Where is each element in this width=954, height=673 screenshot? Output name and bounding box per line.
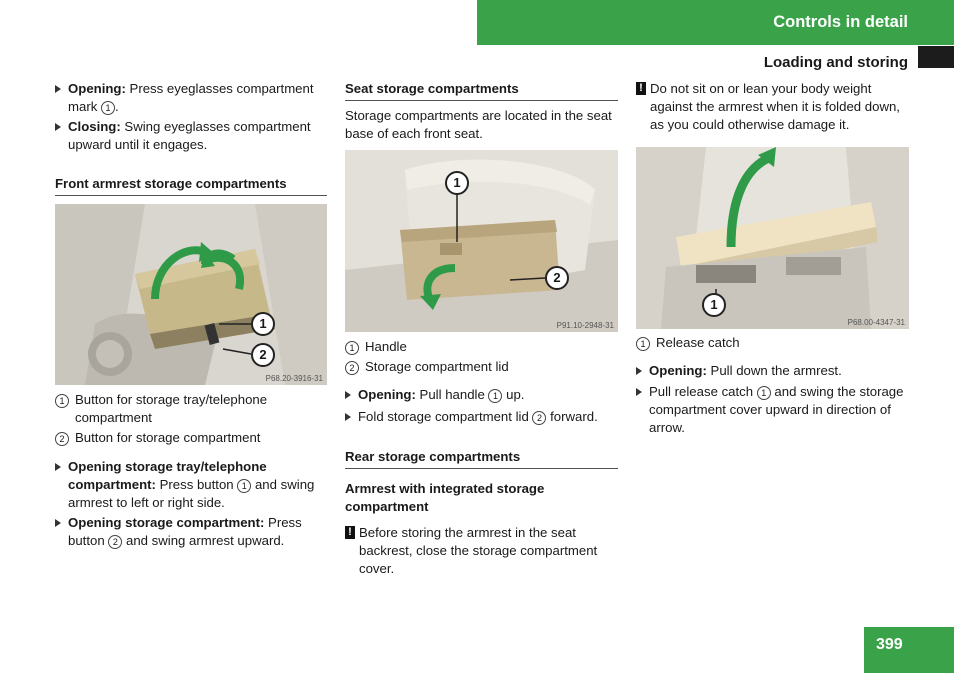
bullet-arrow-icon — [345, 413, 351, 421]
seat-storage-intro: Storage compartments are located in the … — [345, 108, 612, 141]
warning-icon: ! — [345, 526, 355, 539]
bullet-arrow-icon — [55, 463, 61, 471]
callout-2: 2 — [545, 266, 569, 290]
warning-note: ! Before storing the armrest in the seat… — [345, 524, 618, 578]
figure-code: P68.00-4347-31 — [847, 318, 905, 327]
rear-step-release: Pull release catch 1 and swing the stora… — [636, 383, 909, 437]
bullet-arrow-icon — [636, 388, 642, 396]
subsection-title: Loading and storing — [763, 54, 908, 71]
figure-code: P68.20-3916-31 — [265, 374, 323, 383]
rear-storage-heading: Rear storage compartments — [345, 448, 618, 469]
step-open-tray: Opening storage tray/telephone compartme… — [55, 458, 327, 512]
bullet-arrow-icon — [55, 519, 61, 527]
bullet-arrow-icon — [636, 367, 642, 375]
header-bar: Controls in detail — [477, 0, 954, 45]
seat-storage-illustration — [345, 150, 618, 332]
warning-icon: ! — [636, 82, 646, 95]
rear-step-open: Opening: Pull down the armrest. — [636, 362, 909, 380]
callout-number: 1 — [100, 101, 115, 115]
page-number: 399 — [876, 636, 903, 653]
warning-note: ! Do not sit on or lean your body weight… — [636, 80, 909, 134]
bullet-arrow-icon — [55, 123, 61, 131]
bullet-arrow-icon — [55, 85, 61, 93]
column-left: Opening: Press eyeglasses compartment ma… — [55, 80, 327, 552]
seat-step-fold: Fold storage compartment lid 2 forward. — [345, 408, 618, 426]
callout-1: 1 — [445, 171, 469, 195]
rear-armrest-illustration — [636, 147, 909, 329]
armrest-subheading: Armrest with integrated storage compartm… — [345, 481, 545, 514]
column-middle: Seat storage compartments Storage compar… — [345, 80, 618, 578]
callout-1: 1 — [251, 312, 275, 336]
opening-instruction: Opening: Press eyeglasses compartment ma… — [55, 80, 327, 116]
rear-armrest-figure: 1 P68.00-4347-31 — [636, 147, 909, 329]
front-armrest-illustration — [55, 204, 327, 385]
thumb-index-tab — [918, 46, 954, 68]
callout-2: 2 — [251, 343, 275, 367]
seat-storage-heading: Seat storage compartments — [345, 80, 618, 101]
page-number-box: 399 — [864, 627, 954, 673]
front-armrest-heading: Front armrest storage compartments — [55, 175, 327, 196]
front-armrest-figure: 1 2 P68.20-3916-31 — [55, 204, 327, 385]
column-right: ! Do not sit on or lean your body weight… — [636, 80, 909, 439]
step-open-compartment: Opening storage compartment: Press butto… — [55, 514, 327, 550]
seat-step-open: Opening: Pull handle 1 up. — [345, 386, 618, 404]
seat-storage-figure: 1 2 P91.10-2948-31 — [345, 150, 618, 332]
figure-code: P91.10-2948-31 — [556, 321, 614, 330]
bullet-arrow-icon — [345, 391, 351, 399]
closing-instruction: Closing: Swing eyeglasses compartment up… — [55, 118, 327, 154]
callout-1: 1 — [702, 293, 726, 317]
section-title: Controls in detail — [773, 13, 908, 31]
